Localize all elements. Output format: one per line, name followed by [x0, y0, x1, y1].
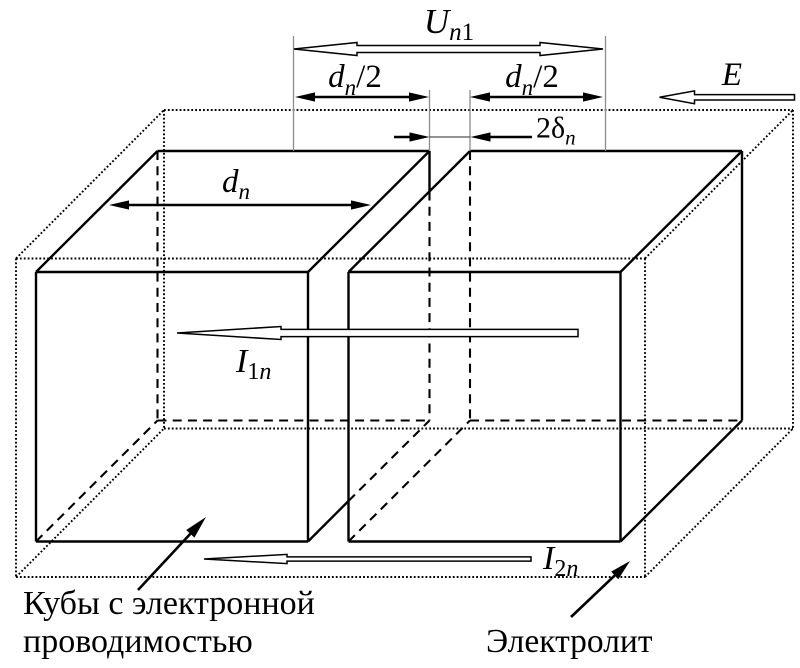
- cubes-pointer-arrow-shaft: [137, 528, 196, 591]
- cube-hidden-edges-segment: [347, 419, 471, 543]
- un1-label-span0: U: [424, 2, 452, 41]
- i1n-current-arrow: [176, 325, 579, 341]
- dn-label-span1: n: [239, 179, 251, 204]
- dn2-right-label: dn/2: [505, 59, 559, 100]
- cubes-label-line2: проводимостью: [23, 623, 253, 660]
- electrolyte-label: Электролит: [486, 623, 653, 660]
- cube-visible-edges-segment: [347, 150, 471, 273]
- dn2-left-label-span2: /2: [356, 59, 382, 95]
- cube-hidden-edges: [35, 151, 742, 543]
- dimension-extension-lines: [292, 36, 607, 151]
- cubes-label-line2-span0: проводимостью: [23, 623, 253, 660]
- i1n-label-span0: I: [235, 343, 249, 380]
- un1-label: Un1: [424, 2, 474, 46]
- dn2-left-label-span0: d: [328, 59, 345, 95]
- delta-right-arrow: [470, 132, 532, 142]
- dn2-right-arrow: [470, 92, 603, 102]
- arrowhead: [186, 517, 206, 538]
- dn2-left-label: dn/2: [328, 59, 382, 100]
- dn-arrow: [109, 200, 371, 210]
- dn2-right-label-span0: d: [505, 59, 522, 95]
- i1n-label-span1: 1: [247, 359, 259, 385]
- cube-visible-edges-segment: [619, 419, 743, 543]
- arrowhead: [409, 132, 430, 142]
- dn2-right-label-span1: n: [522, 75, 534, 100]
- e-field-arrow: [659, 90, 796, 105]
- cube-visible-edges-segment: [307, 500, 350, 543]
- i1n-label-span2: n: [259, 359, 271, 385]
- cubes-pointer-arrow: [137, 517, 206, 591]
- delta-left-arrow: [394, 132, 430, 142]
- electrolyte-pointer-arrow: [570, 561, 630, 618]
- un1-voltage-arrow: [293, 41, 604, 57]
- arrowhead: [295, 92, 315, 102]
- i2n-label-span1: 2: [554, 556, 566, 582]
- delta-label-span0: 2δ: [536, 112, 565, 145]
- cubes-label-line1-span0: Кубы с электронной: [23, 585, 315, 622]
- dn-label: dn: [222, 164, 250, 204]
- dn2-right-label-span2: /2: [533, 59, 559, 95]
- e-field-label: E: [721, 57, 742, 93]
- i2n-label-span0: I: [542, 540, 556, 577]
- i1n-label: I1n: [235, 343, 271, 385]
- un1-label-span1: n: [449, 19, 462, 46]
- cube-hidden-edges-segment: [347, 419, 431, 502]
- cube-hidden-edges-segment: [35, 419, 159, 543]
- cubes-label-line1: Кубы с электронной: [23, 585, 315, 622]
- arrowhead: [409, 92, 429, 102]
- i2n-current-arrow: [203, 553, 532, 565]
- arrowhead: [470, 92, 490, 102]
- arrowhead: [109, 200, 129, 210]
- electrolyte-label-span0: Электролит: [486, 623, 653, 660]
- arrowhead: [351, 200, 371, 210]
- cube-visible-edges-segment: [619, 150, 743, 273]
- cube-visible-edges-segment: [307, 150, 431, 273]
- cube-visible-edges-segment: [35, 150, 159, 273]
- i2n-label: I2n: [542, 540, 578, 582]
- e-field-label-span0: E: [721, 57, 742, 93]
- delta-label-span1: n: [565, 126, 576, 150]
- arrowhead: [470, 132, 491, 142]
- dn-label-span0: d: [222, 164, 239, 200]
- i2n-label-span2: n: [566, 556, 578, 582]
- un1-label-span2: 1: [462, 19, 475, 46]
- dn2-left-arrow: [295, 92, 429, 102]
- electrolyte-pointer-arrow-shaft: [570, 570, 620, 618]
- dn2-left-label-span1: n: [345, 75, 357, 100]
- arrowhead: [611, 561, 630, 580]
- electrolyte-dotted-box: [15, 109, 794, 578]
- arrowhead: [583, 92, 603, 102]
- delta-label: 2δn: [536, 112, 576, 150]
